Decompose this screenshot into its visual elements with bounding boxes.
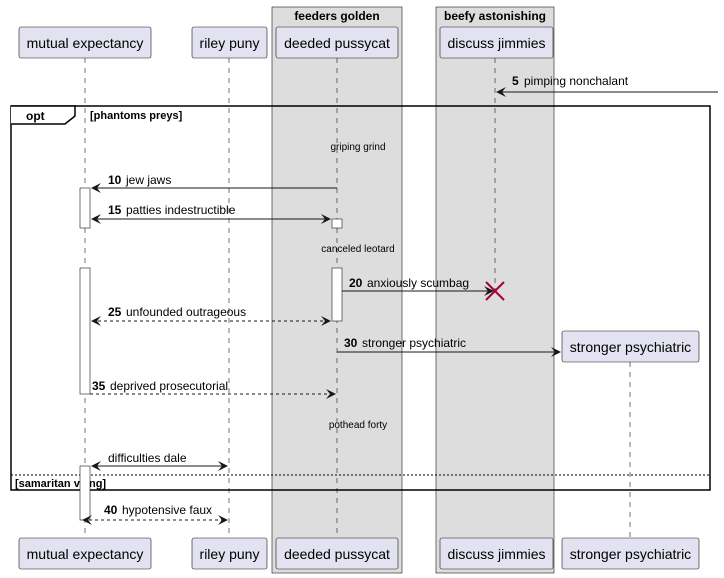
message-10: 10 jew jaws [91, 173, 337, 193]
message-number: 10 [108, 173, 122, 187]
participant-mutual-expectancy-bottom: mutual expectancy [18, 537, 152, 570]
participant-label: stronger psychiatric [570, 546, 691, 562]
delay-label: pothead forty [329, 420, 387, 431]
activation-bar [331, 267, 343, 322]
delay-label: griping grind [330, 142, 385, 153]
message-label: stronger psychiatric [362, 336, 466, 350]
message-20: 20 anxiously scumbag [342, 276, 494, 296]
participant-label: stronger psychiatric [570, 339, 691, 355]
participant-discuss-jimmies-bottom: discuss jimmies [439, 537, 554, 570]
participant-label: riley puny [200, 35, 260, 51]
participant-deeded-pussycat-bottom: deeded pussycat [275, 537, 399, 570]
participant-label: mutual expectancy [27, 35, 144, 51]
participant-label: discuss jimmies [447, 546, 545, 562]
participant-deeded-pussycat: deeded pussycat [275, 26, 399, 59]
message-label: hypotensive faux [122, 503, 212, 517]
opt-frame: opt [phantoms preys] [samaritan vying] [10, 105, 711, 491]
message-number: 40 [104, 503, 118, 517]
participant-label: riley puny [200, 546, 260, 562]
participant-label: deeded pussycat [284, 35, 390, 51]
message-35: 35 deprived prosecutorial [90, 379, 336, 399]
activation-bar [79, 187, 91, 229]
message-number: 30 [344, 336, 358, 350]
participant-mutual-expectancy: mutual expectancy [18, 26, 152, 59]
message-40: 40 hypotensive faux [82, 503, 228, 525]
participant-riley-puny: riley puny [191, 26, 268, 59]
message-number: 25 [108, 305, 122, 319]
message-label: anxiously scumbag [367, 276, 469, 290]
message-label: difficulties dale [108, 451, 187, 465]
frame-keyword: opt [26, 109, 45, 123]
delay-label: canceled leotard [321, 244, 394, 255]
message-label: patties indestructible [126, 203, 236, 217]
participant-stronger-psychiatric-created: stronger psychiatric [561, 330, 700, 363]
message-label: pimping nonchalant [524, 74, 629, 88]
destroy-mark-icon [485, 281, 505, 301]
message-number: 5 [512, 74, 519, 88]
frame-guard: [phantoms preys] [90, 110, 183, 122]
message-15: 15 patties indestructible [91, 203, 331, 224]
participant-label: mutual expectancy [27, 546, 144, 562]
group-title: beefy astonishing [444, 9, 546, 23]
participant-stronger-psychiatric-bottom: stronger psychiatric [561, 537, 700, 570]
participant-discuss-jimmies: discuss jimmies [439, 26, 554, 59]
message-label: deprived prosecutorial [110, 379, 228, 393]
message-25: 25 unfounded outrageous [91, 305, 331, 326]
frame-guard: [samaritan vying] [15, 478, 106, 490]
message-label: unfounded outrageous [126, 305, 246, 319]
message-label: jew jaws [125, 173, 171, 187]
activation-bar [331, 218, 343, 229]
message-number: 35 [92, 379, 106, 393]
group-title: feeders golden [294, 9, 379, 23]
activation-bar [79, 465, 91, 521]
message-number: 20 [349, 276, 363, 290]
message-30: 30 stronger psychiatric [337, 336, 561, 357]
participant-label: deeded pussycat [284, 546, 390, 562]
message-number: 15 [108, 203, 122, 217]
participant-riley-puny-bottom: riley puny [191, 537, 268, 570]
message-5: 5 pimping nonchalant [496, 74, 718, 97]
participant-label: discuss jimmies [447, 35, 545, 51]
activation-bar [79, 267, 91, 395]
message-difficulties-dale: difficulties dale [91, 451, 228, 471]
